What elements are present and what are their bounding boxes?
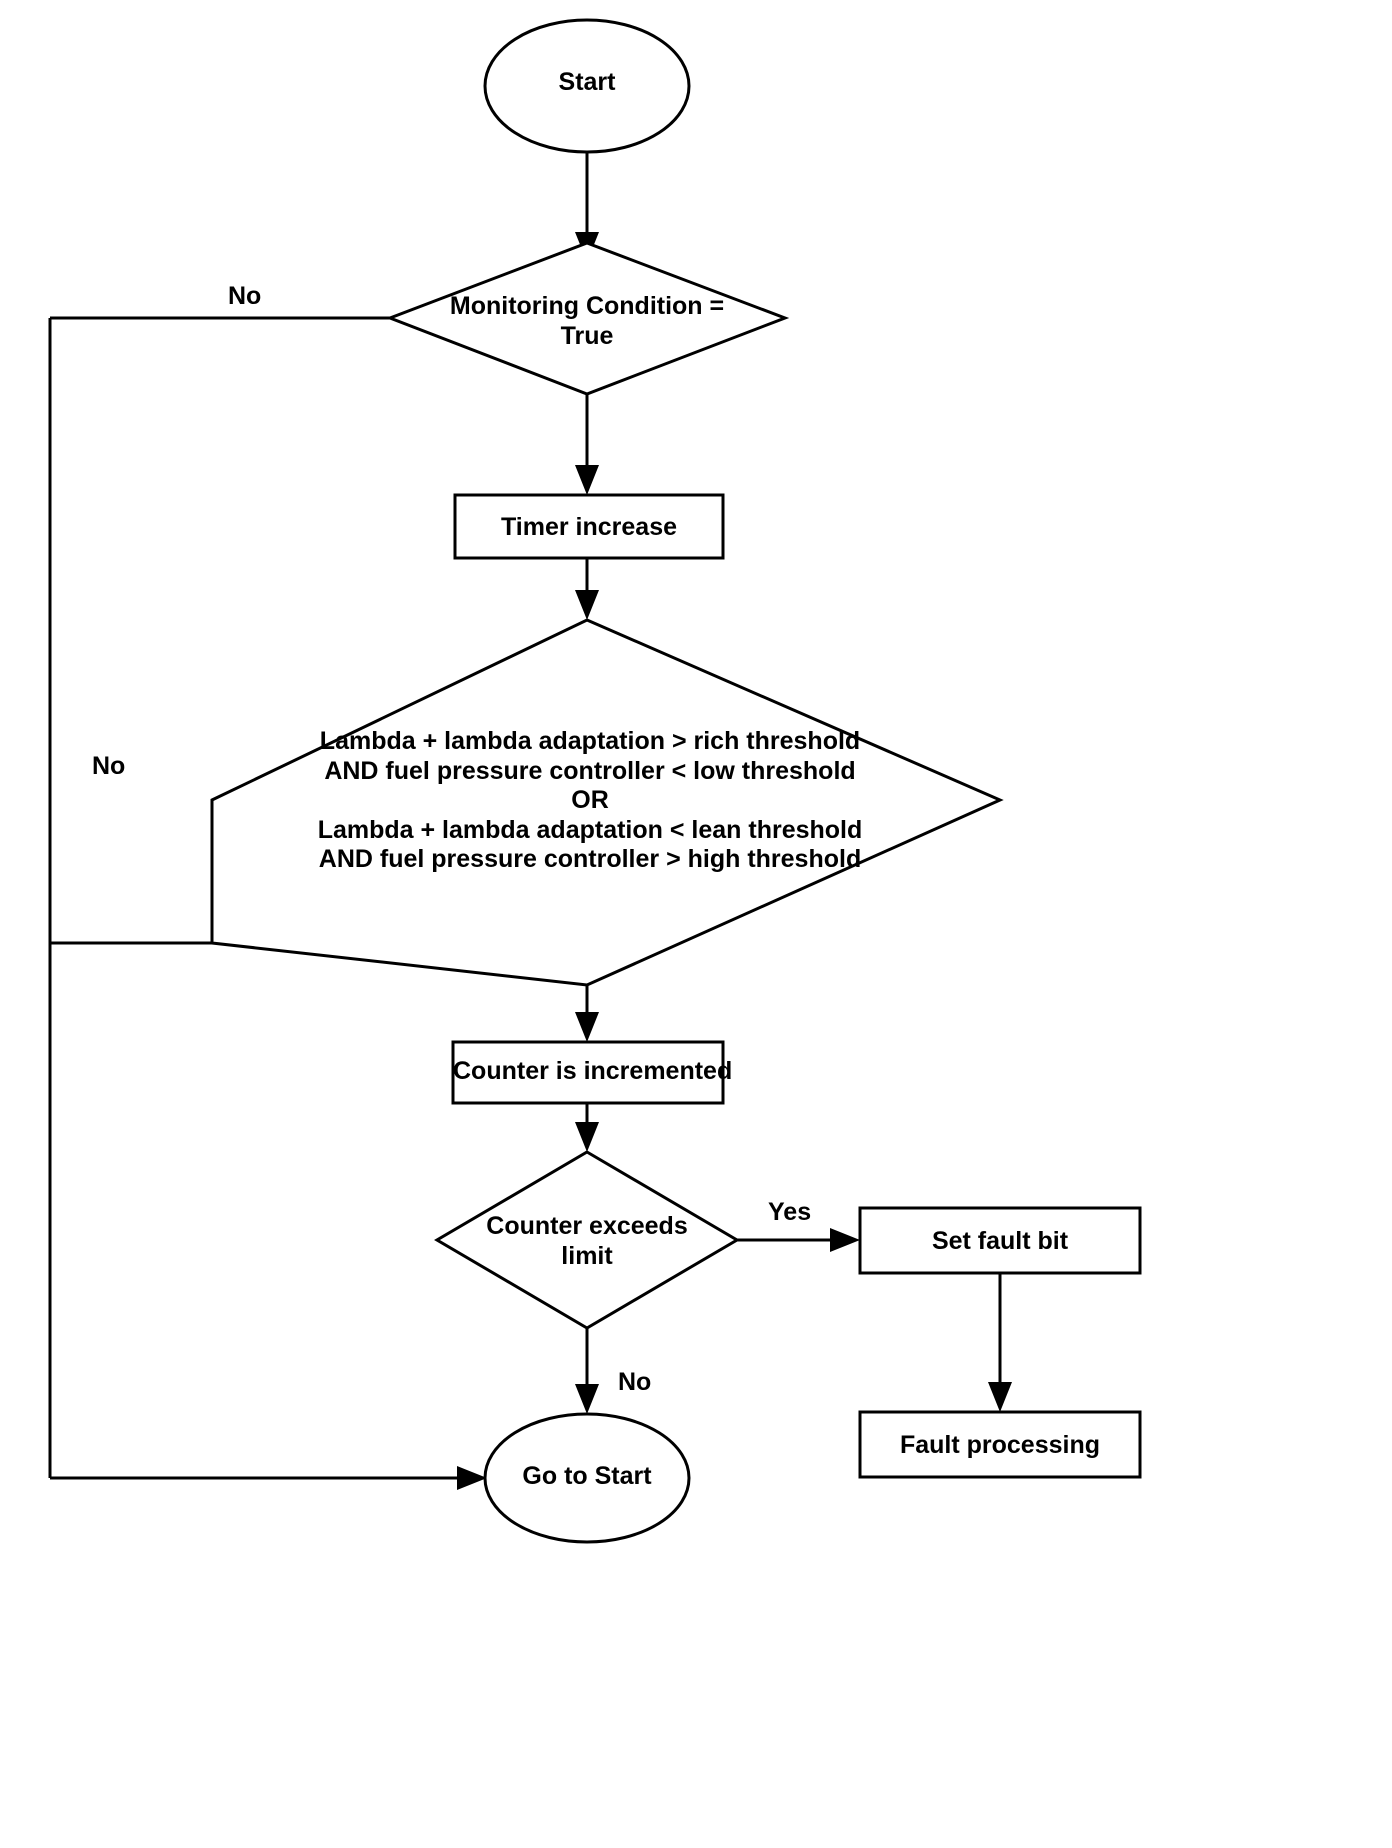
node-timer-increase[interactable] <box>453 493 725 560</box>
node-monitoring-condition[interactable] <box>385 241 790 396</box>
arrowhead-limit-no-to-gotostart <box>575 1384 599 1414</box>
node-go-to-start[interactable] <box>483 1412 691 1544</box>
arrowhead-setfault-to-faultproc <box>988 1382 1012 1412</box>
arrowhead-monitoring-to-timer <box>575 465 599 495</box>
node-set-fault-bit[interactable] <box>858 1206 1142 1275</box>
arrowhead-counter-to-limit <box>575 1122 599 1152</box>
node-counter-exceeds-limit[interactable] <box>434 1150 740 1330</box>
node-counter-incremented[interactable] <box>451 1040 725 1105</box>
node-start[interactable] <box>483 18 691 154</box>
arrowhead-feedback-to-gotostart <box>457 1466 487 1490</box>
node-fault-processing[interactable] <box>858 1410 1142 1479</box>
node-threshold-condition[interactable] <box>210 618 1004 987</box>
arrowhead-timer-to-condition <box>575 590 599 620</box>
arrowhead-limit-yes-to-setfault <box>830 1228 860 1252</box>
arrowhead-condition-to-counter <box>575 1012 599 1042</box>
